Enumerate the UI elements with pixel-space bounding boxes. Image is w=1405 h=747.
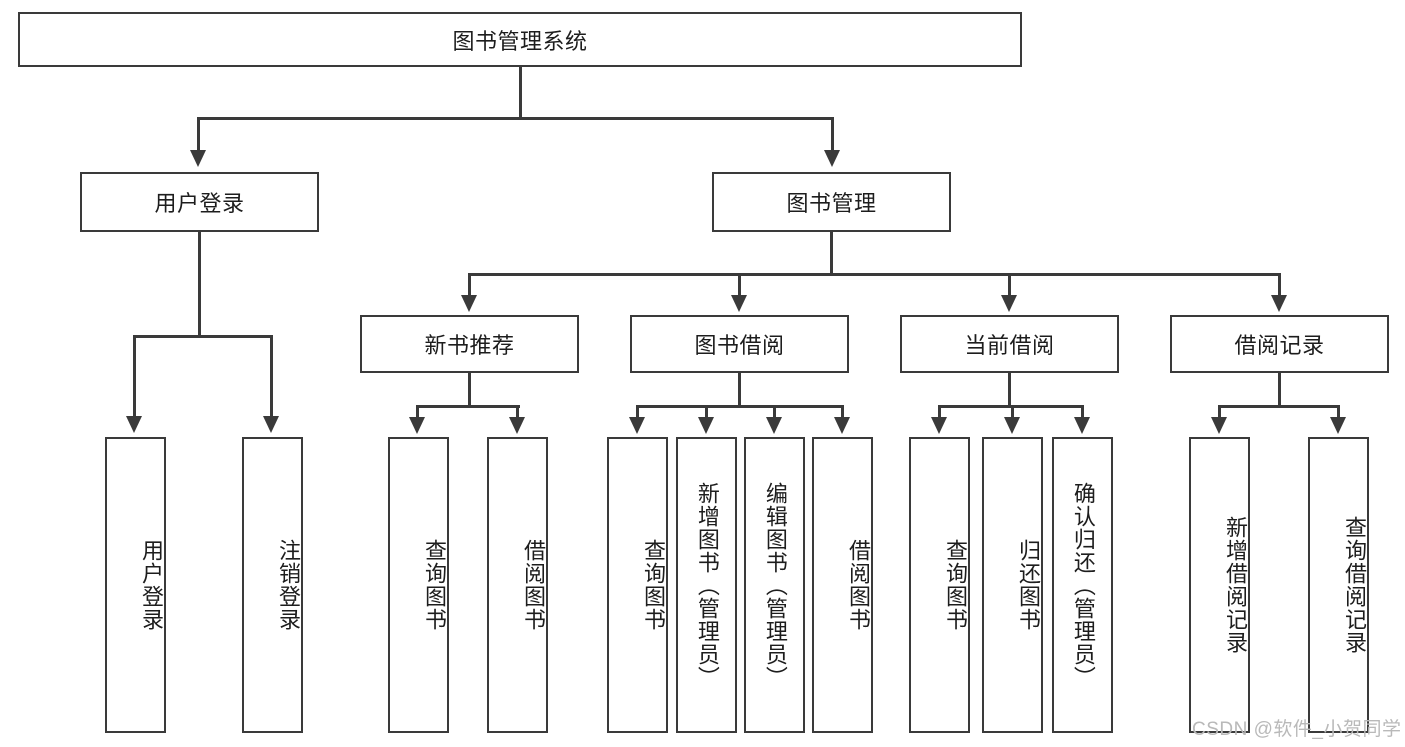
- node-label: 查询借阅记录: [1342, 516, 1367, 654]
- edge-level2-bus: [197, 117, 834, 120]
- edge-book-manage-stem: [830, 232, 833, 275]
- csdn-watermark: CSDN @软件_小贺同学: [1192, 719, 1402, 740]
- arrowhead-borrow-record: [1271, 295, 1287, 312]
- edge-book-borrow-bus: [636, 405, 844, 408]
- node-borrow-record[interactable]: 借阅记录: [1170, 315, 1389, 373]
- node-label: 借阅记录: [1234, 333, 1325, 358]
- node-label: 当前借阅: [964, 333, 1055, 358]
- node-label: 图书借阅: [694, 333, 785, 358]
- node-label: 借阅图书: [521, 539, 546, 631]
- edge-current-borrow-drop-2: [1011, 405, 1014, 419]
- arrowhead-leaf-user-login: [126, 416, 142, 433]
- edge-current-borrow-drop-1: [938, 405, 941, 419]
- edge-borrow-record-drop-1: [1218, 405, 1221, 419]
- edge-to-new-book-rec: [468, 273, 471, 297]
- arrowhead-user-login: [190, 150, 206, 167]
- node-leaf-query-book-current[interactable]: 查询图书: [909, 437, 970, 733]
- arrowhead-leaf-add-book: [698, 417, 714, 434]
- edge-new-book-rec-bus: [416, 405, 520, 408]
- node-leaf-confirm-return-admin[interactable]: 确认归还（管理员）: [1052, 437, 1113, 733]
- arrowhead-leaf-add-record: [1211, 417, 1227, 434]
- node-label: 图书管理系统: [452, 28, 588, 54]
- edge-to-borrow-record: [1278, 273, 1281, 297]
- arrowhead-leaf-return-book: [1004, 417, 1020, 434]
- edge-book-borrow-drop-2: [705, 405, 708, 419]
- node-leaf-query-book-new-rec[interactable]: 查询图书: [388, 437, 449, 733]
- edge-book-borrow-drop-3: [773, 405, 776, 419]
- edge-current-borrow-stem: [1008, 373, 1011, 407]
- edge-new-book-rec-stem: [468, 373, 471, 407]
- node-label: 用户登录: [154, 191, 245, 216]
- node-label: 归还图书: [1016, 539, 1041, 631]
- node-label: 新书推荐: [424, 333, 515, 358]
- edge-level3-bus: [468, 273, 1280, 276]
- node-label: 图书管理: [786, 191, 877, 216]
- edge-book-borrow-drop-1: [636, 405, 639, 419]
- arrowhead-leaf-query-book-1: [409, 417, 425, 434]
- node-leaf-borrow-book[interactable]: 借阅图书: [812, 437, 873, 733]
- arrowhead-leaf-edit-book: [766, 417, 782, 434]
- node-label: 编辑图书（管理员）: [762, 481, 788, 689]
- edge-current-borrow-drop-3: [1081, 405, 1084, 419]
- node-leaf-borrow-book-new-rec[interactable]: 借阅图书: [487, 437, 548, 733]
- node-leaf-user-logout[interactable]: 注销登录: [242, 437, 303, 733]
- edge-borrow-record-drop-2: [1337, 405, 1340, 419]
- node-leaf-edit-book-admin[interactable]: 编辑图书（管理员）: [744, 437, 805, 733]
- edge-borrow-record-bus: [1218, 405, 1340, 408]
- arrowhead-leaf-query-book-3: [931, 417, 947, 434]
- node-label: 确认归还（管理员）: [1070, 481, 1096, 689]
- edge-root-stem: [519, 67, 522, 119]
- edge-new-book-rec-drop-2: [516, 405, 519, 419]
- node-label: 借阅图书: [846, 539, 871, 631]
- arrowhead-leaf-borrow-book-2: [834, 417, 850, 434]
- edge-user-login-drop-2: [270, 335, 273, 418]
- node-label: 新增图书（管理员）: [694, 481, 720, 689]
- node-leaf-query-borrow-record[interactable]: 查询借阅记录: [1308, 437, 1369, 733]
- node-user-login[interactable]: 用户登录: [80, 172, 319, 232]
- edge-new-book-rec-drop-1: [416, 405, 419, 419]
- node-root-book-management-system[interactable]: 图书管理系统: [18, 12, 1022, 67]
- edge-to-book-borrow: [738, 273, 741, 297]
- edge-to-current-borrow: [1008, 273, 1011, 297]
- node-label: 查询图书: [641, 539, 666, 631]
- node-label: 注销登录: [276, 539, 301, 631]
- node-leaf-add-book-admin[interactable]: 新增图书（管理员）: [676, 437, 737, 733]
- node-book-management[interactable]: 图书管理: [712, 172, 951, 232]
- edge-book-borrow-stem: [738, 373, 741, 407]
- edge-user-login-drop-1: [133, 335, 136, 418]
- arrowhead-new-book-rec: [461, 295, 477, 312]
- node-current-borrow[interactable]: 当前借阅: [900, 315, 1119, 373]
- arrowhead-book-manage: [824, 150, 840, 167]
- arrowhead-current-borrow: [1001, 295, 1017, 312]
- node-leaf-add-borrow-record[interactable]: 新增借阅记录: [1189, 437, 1250, 733]
- arrowhead-leaf-borrow-book-1: [509, 417, 525, 434]
- node-new-book-recommendation[interactable]: 新书推荐: [360, 315, 579, 373]
- edge-current-borrow-bus: [938, 405, 1082, 408]
- node-leaf-query-book-borrow[interactable]: 查询图书: [607, 437, 668, 733]
- edge-user-login-bus: [133, 335, 272, 338]
- edge-to-book-manage: [831, 117, 834, 153]
- node-label: 用户登录: [139, 539, 164, 631]
- edge-user-login-stem: [198, 232, 201, 337]
- arrowhead-leaf-query-book-2: [629, 417, 645, 434]
- arrowhead-leaf-user-logout: [263, 416, 279, 433]
- arrowhead-book-borrow: [731, 295, 747, 312]
- arrowhead-leaf-confirm-return: [1074, 417, 1090, 434]
- node-label: 查询图书: [943, 539, 968, 631]
- node-book-borrow[interactable]: 图书借阅: [630, 315, 849, 373]
- node-label: 新增借阅记录: [1223, 516, 1248, 654]
- node-label: 查询图书: [422, 539, 447, 631]
- arrowhead-leaf-query-record: [1330, 417, 1346, 434]
- edge-book-borrow-drop-4: [841, 405, 844, 419]
- edge-to-user-login: [197, 117, 200, 153]
- node-leaf-user-login[interactable]: 用户登录: [105, 437, 166, 733]
- node-leaf-return-book[interactable]: 归还图书: [982, 437, 1043, 733]
- edge-borrow-record-stem: [1278, 373, 1281, 407]
